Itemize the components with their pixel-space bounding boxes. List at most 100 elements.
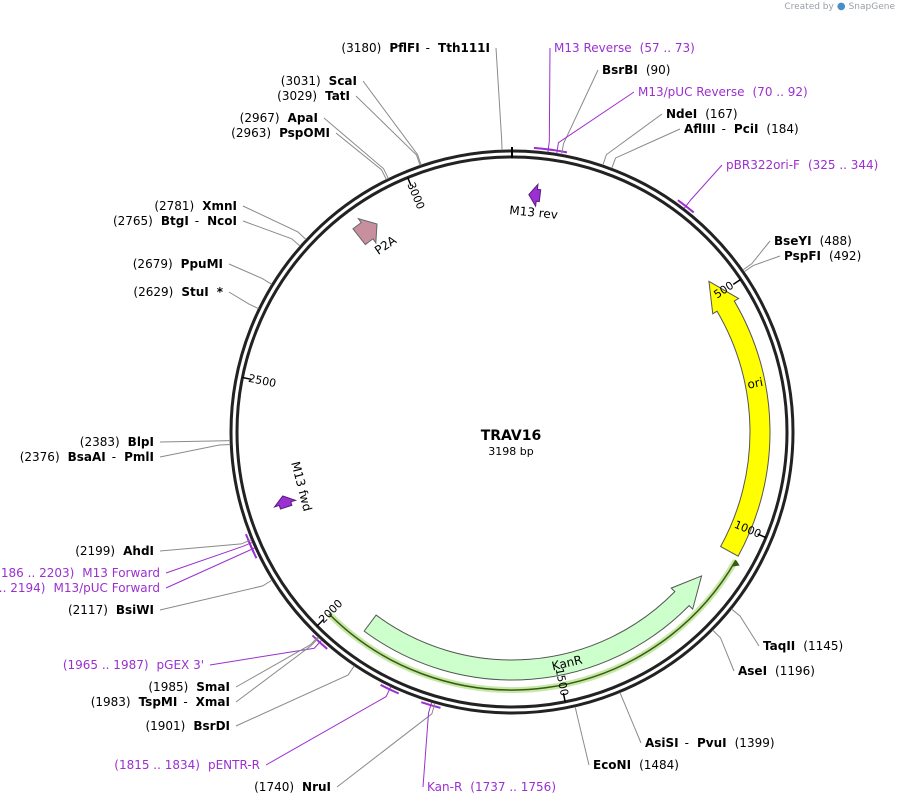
site-leader-line <box>165 541 253 574</box>
site-m13-reverse-57-73[interactable]: M13 Reverse(57 .. 73) <box>547 41 695 153</box>
primer-text: M13/pUC Forward <box>53 581 160 595</box>
enzyme-name: ScaI <box>329 74 357 88</box>
site-1965-1987-pgex-3[interactable]: (1965 .. 1987)pGEX 3' <box>63 639 323 672</box>
enzyme-name: BtgI <box>161 214 189 228</box>
site-1983-tspmi-xmai[interactable]: (1983)TspMI-XmaI <box>91 637 320 709</box>
site-label: BseYI(488) <box>774 234 852 248</box>
site-kan-r-1737-1756[interactable]: Kan-R(1737 .. 1756) <box>422 702 556 794</box>
site-leader-line <box>547 47 551 153</box>
site-position: (3031) <box>281 74 321 88</box>
enzyme-name: Tth111I <box>438 41 490 55</box>
site-label: (1985)SmaI <box>148 680 230 694</box>
enzyme-name: AhdI <box>123 544 154 558</box>
site-leader-line <box>619 692 642 744</box>
site-leader-line <box>362 80 422 166</box>
site-bseyi-488[interactable]: BseYI(488) <box>742 234 852 271</box>
enzyme-name: XmnI <box>202 199 237 213</box>
site-3031-scai[interactable]: (3031) ScaI <box>281 74 422 166</box>
enzyme-name: PmlI <box>124 450 154 464</box>
site-2199-ahdi[interactable]: (2199)AhdI <box>75 539 252 558</box>
site-afliii-pcii-184[interactable]: AflIII-PciI(184) <box>611 122 799 169</box>
site-3029-tati[interactable]: (3029)TatI <box>277 89 421 166</box>
credit-brand: SnapGene <box>848 1 895 12</box>
kanr-label: KanR <box>550 653 583 674</box>
feature-kanr[interactable]: KanR <box>326 559 740 693</box>
site-1901-bsrdi[interactable]: (1901)BsrDI <box>145 665 355 733</box>
enzyme-name: PflFI <box>389 41 419 55</box>
kanr-translation-line <box>328 560 737 691</box>
enzyme-name: BsrDI <box>193 719 230 733</box>
site-position: (1399) <box>735 736 775 750</box>
feature-m13-rev[interactable]: M13 rev <box>509 182 559 222</box>
primer-text: (70 .. 92) <box>753 85 808 99</box>
site-2781-xmni[interactable]: (2781)XmnI <box>154 199 307 240</box>
site-2765-btgi-ncoi[interactable]: (2765)BtgI-NcoI <box>113 214 301 247</box>
enzyme-name: PciI <box>734 122 759 136</box>
snapgene-credit: Created by ● SnapGene <box>784 1 895 12</box>
site-2629-stui[interactable]: (2629)StuI* <box>133 285 259 310</box>
enzyme-name: AsiSI <box>645 736 679 750</box>
site-1985-smai[interactable]: (1985)SmaI <box>148 636 319 694</box>
enzyme-name: BlpI <box>128 435 154 449</box>
site-label: M13/pUC Reverse(70 .. 92) <box>638 85 808 99</box>
site-position: (2967) <box>240 111 280 125</box>
site-label: (3029)TatI <box>277 89 350 103</box>
site-ndei-167[interactable]: NdeI (167) <box>602 107 738 166</box>
feature-m13-fwd[interactable]: M13 fwd <box>273 460 315 513</box>
tick-mark <box>316 619 324 627</box>
site-label: TaqII(1145) <box>763 639 843 653</box>
primer-text: (1737 .. 1756) <box>470 780 556 794</box>
site-2376-bsaai-pmli[interactable]: (2376)BsaAI-PmlI <box>20 443 231 464</box>
site-layer: (3180)PflFI-Tth111I(3031)ScaI(3029)TatI(… <box>0 41 878 794</box>
primer-text: M13 Forward <box>82 566 160 580</box>
site-label: (1983)TspMI-XmaI <box>91 695 230 709</box>
site-label: pBR322ori-F(325 .. 344) <box>726 158 878 172</box>
site-3180-pflfi-tth111i[interactable]: (3180)PflFI-Tth111I <box>341 41 503 151</box>
site-leader-line <box>683 164 723 209</box>
site-2679-ppumi[interactable]: (2679)PpuMI <box>133 257 273 285</box>
feature-ori[interactable]: ori <box>708 280 771 557</box>
enzyme-name: NdeI <box>666 107 697 121</box>
site-taqii-1145[interactable]: TaqII(1145) <box>731 608 843 653</box>
site-1740-nrui[interactable]: (1740)NruI <box>254 703 436 794</box>
site-position: (167) <box>705 107 737 121</box>
feature-p2a[interactable]: P2A <box>352 217 400 258</box>
site-leader-line <box>159 443 231 458</box>
site-leader-line <box>159 539 252 552</box>
site-leader-line <box>235 636 319 688</box>
site-2967-apai[interactable]: (2967)ApaI <box>240 111 389 179</box>
enzyme-name: NcoI <box>207 214 237 228</box>
site-leader-line <box>561 69 599 155</box>
snapgene-logo-icon: ● <box>836 1 846 12</box>
site-pspfi-492[interactable]: PspFI(492) <box>743 249 861 273</box>
site-2117-bsiwi[interactable]: (2117)BsiWI <box>68 579 273 617</box>
site-2383-blpi[interactable]: (2383)BlpI <box>80 435 231 449</box>
site-2186-2203-m13-forward[interactable]: (2186 .. 2203)M13 Forward <box>0 541 253 580</box>
site-2963-pspomi[interactable]: (2963)PspOMI <box>231 126 387 180</box>
site-econi-1484[interactable]: EcoNI(1484) <box>574 706 679 772</box>
site-asei-1196[interactable]: AseI(1196) <box>712 629 815 678</box>
site-m13-puc-reverse-70-92[interactable]: M13/pUC Reverse(70 .. 92) <box>556 85 808 154</box>
enzyme-name: TspMI <box>139 695 178 709</box>
site-asisi-pvui-1399[interactable]: AsiSI-PvuI(1399) <box>619 692 775 750</box>
site-bsrbi-90[interactable]: BsrBI(90) <box>561 63 671 155</box>
tick-mark <box>732 278 742 285</box>
tick-mark <box>562 692 566 702</box>
tick-label: 2500 <box>247 372 277 390</box>
site-1815-1834-pentr-r[interactable]: (1815 .. 1834)pENTR-R <box>114 686 392 772</box>
map-center: TRAV16 3198 bp <box>481 428 542 458</box>
site-2172-2194-m13-puc-forward[interactable]: (2172 .. 2194)M13/pUC Forward <box>0 547 256 595</box>
site-label: (1740)NruI <box>254 780 331 794</box>
primer-text: (1965 .. 1987) <box>63 658 149 672</box>
site-position: (2117) <box>68 603 108 617</box>
site-leader-line <box>165 547 256 589</box>
enzyme-name: AseI <box>738 664 767 678</box>
ori-arrow <box>708 280 771 557</box>
site-leader-line <box>159 579 273 611</box>
site-leader-line <box>602 113 663 166</box>
site-label: (2679)PpuMI <box>133 257 223 271</box>
m13-rev-label: M13 rev <box>509 203 559 222</box>
site-pbr322ori-f-325-344[interactable]: pBR322ori-F(325 .. 344) <box>683 158 878 209</box>
primer-text: (1815 .. 1834) <box>114 758 200 772</box>
site-leader-line <box>742 240 771 271</box>
